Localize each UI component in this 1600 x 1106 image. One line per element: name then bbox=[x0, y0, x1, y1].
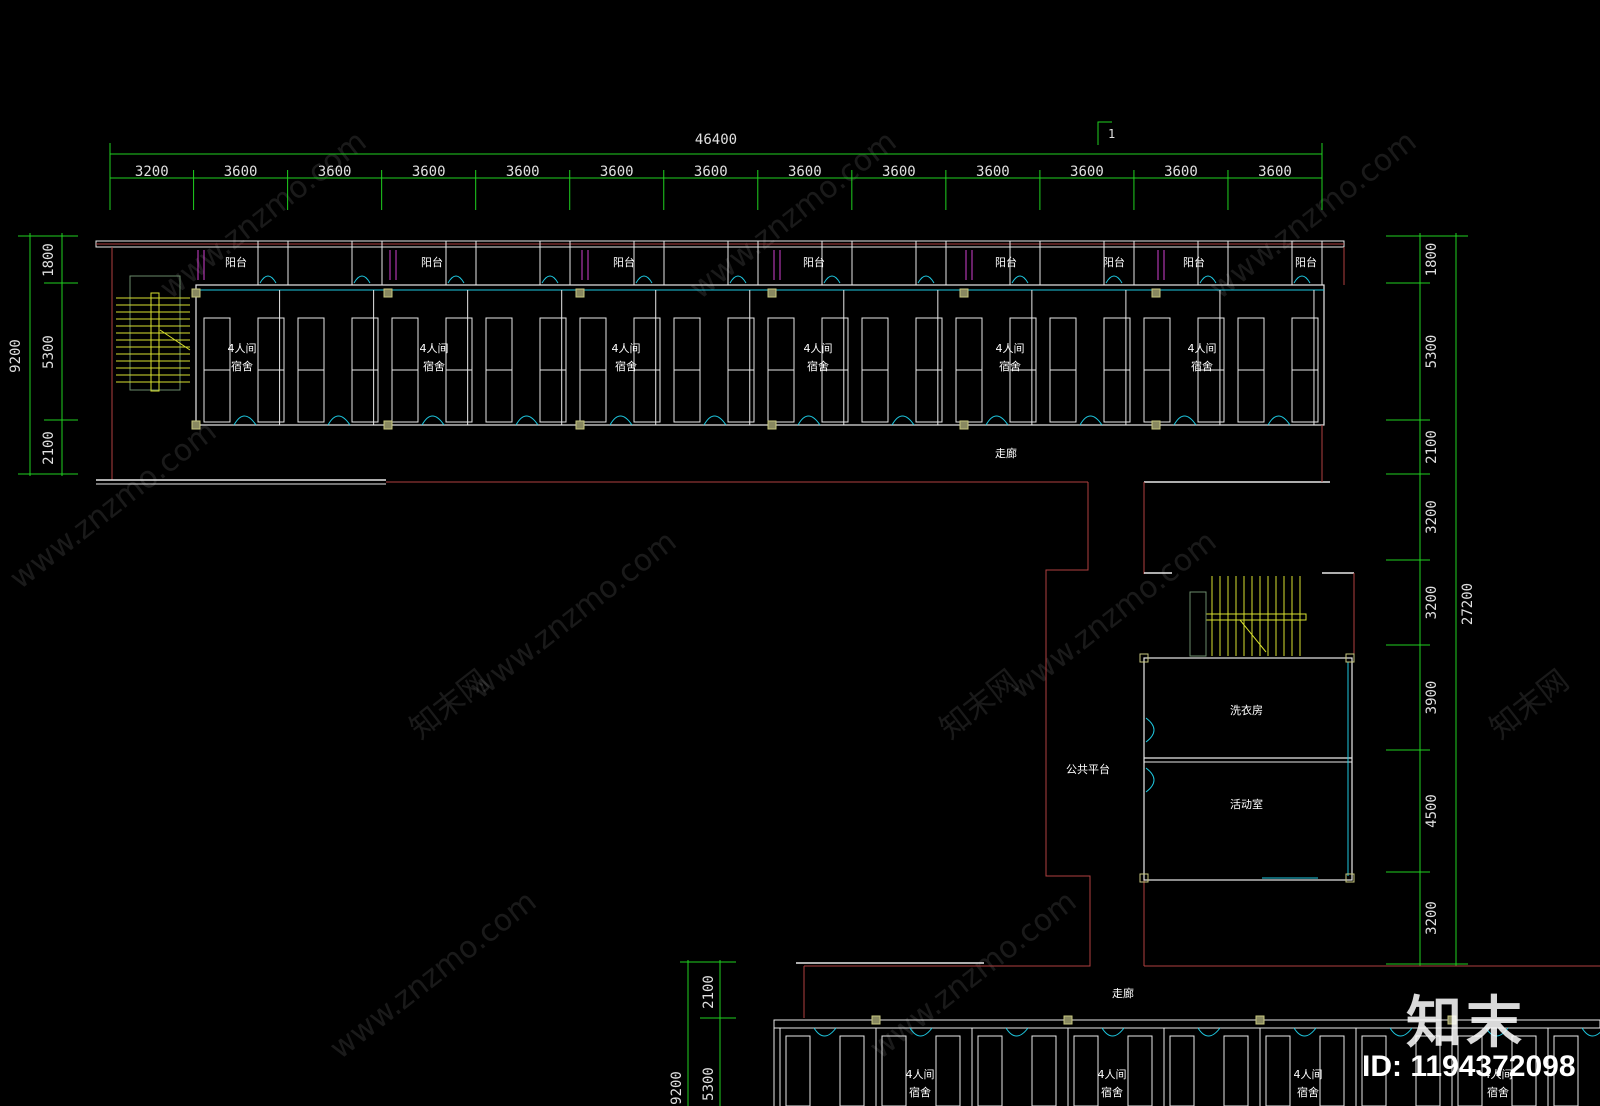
bay-dimension-label: 3600 bbox=[224, 164, 258, 180]
room-label: 4人间 bbox=[996, 342, 1025, 355]
watermark-brand: 知末网 bbox=[403, 663, 495, 746]
balcony-label: 阳台 bbox=[1295, 255, 1317, 269]
right-dim-total: 27200 bbox=[1460, 583, 1476, 625]
corridor-label-top: 走廊 bbox=[995, 446, 1017, 460]
watermark-brand: 知末网 bbox=[933, 663, 1025, 746]
bay-dimension-label: 3600 bbox=[788, 164, 822, 180]
room-label: 4人间 bbox=[420, 342, 449, 355]
right-dimension-label: 5300 bbox=[1424, 335, 1440, 369]
bottom-dim-2100: 2100 bbox=[701, 975, 717, 1009]
balcony-label: 阳台 bbox=[421, 255, 443, 269]
watermark-text: www.znzmo.com bbox=[3, 414, 223, 596]
room-label: 宿舍 bbox=[615, 359, 637, 373]
watermark-text: www.znzmo.com bbox=[463, 524, 683, 706]
balcony-label: 阳台 bbox=[803, 255, 825, 269]
bay-dimension-label: 3600 bbox=[412, 164, 446, 180]
room-label: 宿舍 bbox=[1191, 359, 1213, 373]
bay-dimension-label: 3600 bbox=[318, 164, 352, 180]
right-dimensions bbox=[1386, 233, 1468, 966]
room-label: 4人间 bbox=[804, 342, 833, 355]
top-dimensions bbox=[109, 121, 1323, 210]
bay-dimension-label: 3600 bbox=[506, 164, 540, 180]
room-label: 宿舍 bbox=[231, 359, 253, 373]
watermark-text: www.znzmo.com bbox=[323, 884, 543, 1066]
right-dimension-label: 3200 bbox=[1424, 500, 1440, 534]
balcony-label: 阳台 bbox=[613, 255, 635, 269]
right-dimension-labels: 1800 5300 2100 3200 3200 3900 4500 3200 bbox=[1424, 243, 1440, 935]
watermark-text: www.znzmo.com bbox=[1203, 124, 1423, 306]
room-label: 4人间 bbox=[906, 1068, 935, 1081]
center-block bbox=[796, 482, 1600, 1018]
bay-dimension-label: 3600 bbox=[1258, 164, 1292, 180]
room-label: 宿舍 bbox=[1101, 1085, 1123, 1099]
corridor-label-bottom: 走廊 bbox=[1112, 986, 1134, 1000]
room-label: 4人间 bbox=[228, 342, 257, 355]
bay-dimension-label: 3600 bbox=[1070, 164, 1104, 180]
bottom-dim-total: 9200 bbox=[669, 1071, 685, 1105]
left-dim-1800: 1800 bbox=[41, 243, 57, 277]
section-mark: 1 bbox=[1108, 127, 1115, 141]
right-dimension-label: 4500 bbox=[1424, 794, 1440, 828]
bay-dimension-label: 3600 bbox=[882, 164, 916, 180]
bay-dimension-label: 3600 bbox=[1164, 164, 1198, 180]
room-label: 宿舍 bbox=[909, 1085, 931, 1099]
bay-dimension-label: 3600 bbox=[600, 164, 634, 180]
room-label: 宿舍 bbox=[999, 359, 1021, 373]
bay-dimension-label: 3200 bbox=[135, 164, 169, 180]
room-label: 宿舍 bbox=[423, 359, 445, 373]
balcony-label: 阳台 bbox=[225, 255, 247, 269]
public-platform-label: 公共平台 bbox=[1066, 762, 1110, 776]
right-dimension-label: 1800 bbox=[1424, 243, 1440, 277]
room-label: 宿舍 bbox=[1487, 1085, 1509, 1099]
balcony-label: 阳台 bbox=[995, 255, 1017, 269]
room-label: 4人间 bbox=[1098, 1068, 1127, 1081]
balcony-label: 阳台 bbox=[1183, 255, 1205, 269]
left-dim-2100: 2100 bbox=[41, 431, 57, 465]
room-label: 4人间 bbox=[1484, 1068, 1513, 1081]
right-dimension-label: 3200 bbox=[1424, 901, 1440, 935]
left-dim-5300: 5300 bbox=[41, 335, 57, 369]
left-dim-total: 9200 bbox=[8, 339, 24, 373]
watermark-text: www.znzmo.com bbox=[683, 124, 903, 306]
stair-left bbox=[116, 275, 191, 392]
brand-logo: 知末 bbox=[1406, 991, 1526, 1056]
right-dimension-label: 3200 bbox=[1424, 586, 1440, 620]
bay-dimensions: 3200 3600 3600 3600 3600 3600 3600 3600 3600 3600… bbox=[135, 164, 1292, 180]
total-width-dimension: 46400 bbox=[695, 132, 737, 148]
bay-dimension-label: 3600 bbox=[694, 164, 728, 180]
room-label: 4人间 bbox=[612, 342, 641, 355]
bottom-dim-5300: 5300 bbox=[701, 1067, 717, 1101]
left-dimensions bbox=[18, 233, 78, 476]
right-dimension-label: 2100 bbox=[1424, 430, 1440, 464]
bay-dimension-label: 3600 bbox=[976, 164, 1010, 180]
room-label: 4人间 bbox=[1294, 1068, 1323, 1081]
room-label: 宿舍 bbox=[807, 359, 829, 373]
activity-room-label: 活动室 bbox=[1230, 797, 1263, 811]
bottom-dormitory-block bbox=[680, 960, 1600, 1106]
room-label: 宿舍 bbox=[1297, 1085, 1319, 1099]
stair-center bbox=[1189, 576, 1307, 657]
watermark-brand: 知末网 bbox=[1483, 663, 1575, 746]
room-label: 4人间 bbox=[1188, 342, 1217, 355]
watermark-text: www.znzmo.com bbox=[863, 884, 1083, 1066]
balcony-label: 阳台 bbox=[1103, 255, 1125, 269]
image-id-label: ID: 1194372098 bbox=[1362, 1050, 1576, 1083]
right-dimension-label: 3900 bbox=[1424, 681, 1440, 715]
laundry-room-label: 洗衣房 bbox=[1230, 703, 1263, 717]
